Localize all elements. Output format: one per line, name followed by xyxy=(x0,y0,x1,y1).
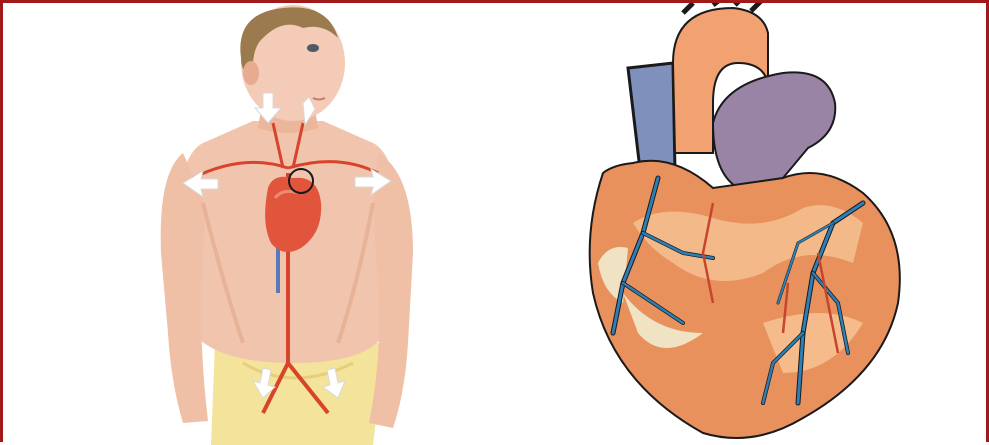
heart-anatomy-illustration xyxy=(563,3,908,445)
child-figure-icon xyxy=(123,3,453,445)
child-circulation-illustration xyxy=(123,3,453,445)
heart-icon xyxy=(563,3,908,445)
